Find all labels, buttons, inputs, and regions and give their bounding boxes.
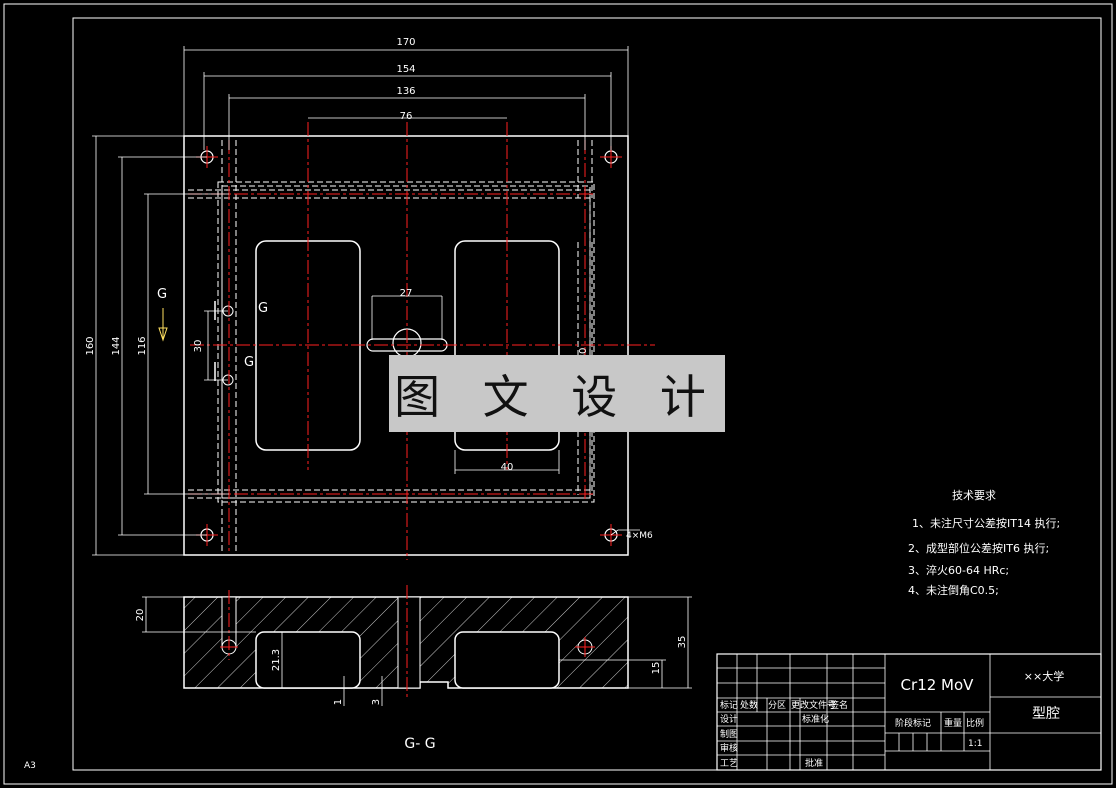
watermark: 图 文 设 计 [389, 355, 725, 432]
tb-check: 审核 [720, 742, 738, 754]
dim-35: 35 [677, 636, 688, 649]
top-dimensions [183, 46, 629, 474]
tech-item-3: 3、淬火60-64 HRc; [908, 563, 1009, 577]
section-label: G- G [404, 736, 435, 752]
tb-zone: 分区 [768, 700, 786, 711]
dim-21-3: 21.3 [271, 649, 282, 671]
title-block [716, 653, 1102, 771]
dim-116: 116 [137, 336, 148, 355]
tb-count: 处数 [740, 699, 758, 711]
tech-item-4: 4、未注倒角C0.5; [908, 583, 999, 597]
tb-design: 设计 [720, 713, 738, 725]
tb-weight: 重量 [944, 717, 962, 729]
sheet-size: A3 [24, 761, 36, 771]
plan-view [92, 46, 655, 560]
school-name: ××大学 [1024, 669, 1064, 683]
section-marker-g1: G [258, 301, 268, 316]
section-marker-g2: G [244, 355, 254, 370]
dim-154: 154 [396, 64, 415, 75]
left-dimensions [92, 135, 640, 556]
tb-scale-label: 比例 [966, 717, 984, 729]
dim-40: 40 [501, 462, 514, 473]
dim-170: 170 [396, 37, 415, 48]
tb-stage: 阶段标记 [895, 717, 931, 729]
tb-change: 更改文件号 [791, 699, 836, 711]
tb-process: 工艺 [720, 758, 738, 769]
part-name: 型腔 [1032, 706, 1060, 722]
dim-15: 15 [651, 662, 662, 675]
inner-border [72, 17, 1102, 771]
dim-80: 80 [578, 348, 589, 361]
dim-3: 3 [371, 699, 382, 705]
tech-item-2: 2、成型部位公差按IT6 执行; [908, 541, 1049, 555]
tb-scale: 1:1 [968, 739, 982, 749]
tech-title: 技术要求 [952, 489, 996, 502]
hidden-frame [221, 185, 591, 499]
dim-160: 160 [85, 336, 96, 355]
dim-27: 27 [400, 288, 413, 299]
outer-border [3, 3, 1113, 785]
section-view [142, 585, 692, 706]
dim-144: 144 [111, 336, 122, 355]
hole-note: 4×M6 [626, 531, 653, 541]
dim-76: 76 [400, 111, 413, 122]
tech-item-1: 1、未注尺寸公差按IT14 执行; [912, 516, 1060, 530]
watermark-text: 图 文 设 计 [394, 369, 720, 424]
dim-20: 20 [135, 609, 146, 622]
tb-draw: 制图 [720, 728, 738, 740]
section-marker-top: G [157, 287, 167, 302]
tb-standardize: 标准化 [802, 713, 829, 725]
tb-approve: 批准 [805, 757, 823, 769]
dim-136: 136 [396, 86, 415, 97]
dim-30: 30 [193, 340, 204, 353]
tb-mark: 标记 [720, 699, 738, 711]
dim-1: 1 [333, 699, 344, 705]
tb-sign: 签名 [830, 699, 848, 711]
material: Cr12 MoV [901, 676, 975, 694]
